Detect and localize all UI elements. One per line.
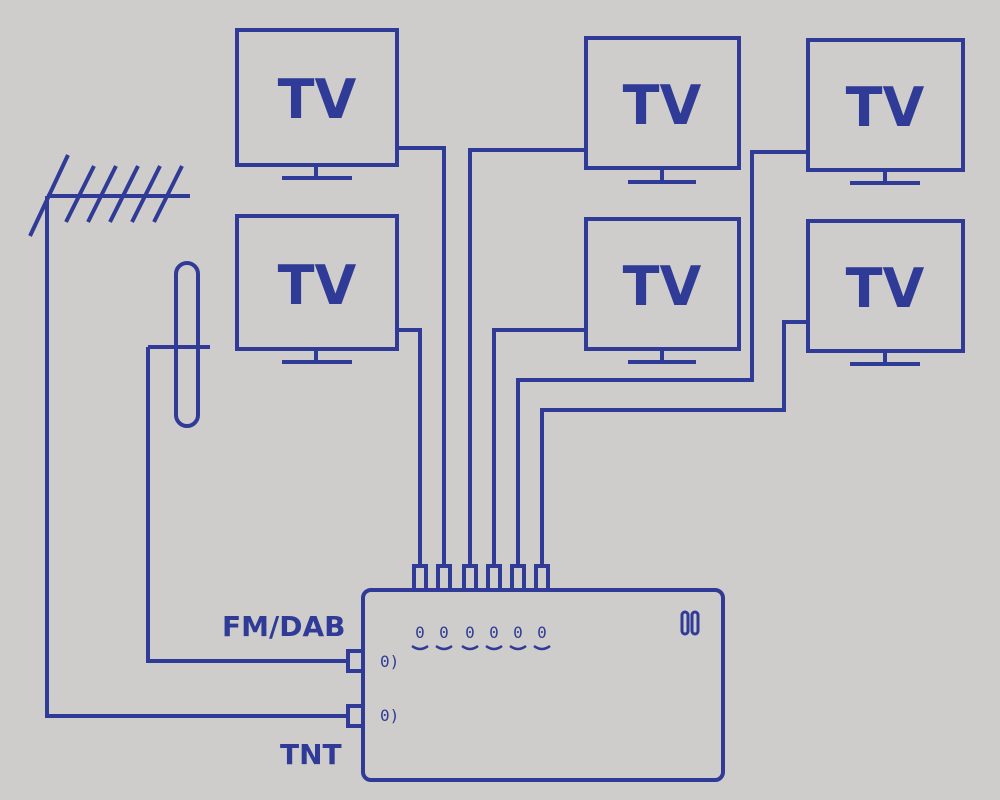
output-jack-label-5: 0 xyxy=(513,623,523,642)
tv-3-label: TV xyxy=(623,74,702,137)
output-indicator-arc xyxy=(533,644,551,651)
cable-tv-3 xyxy=(468,148,586,565)
output-connector-5 xyxy=(510,564,526,592)
output-connector-6 xyxy=(534,564,550,592)
fm-dab-antenna xyxy=(146,261,348,663)
power-led-icon xyxy=(680,610,690,636)
output-jack-label-3: 0 xyxy=(465,623,475,642)
cable-fm-dab xyxy=(146,347,348,663)
cable-tnt xyxy=(45,196,348,718)
tnt-jack-label: 0) xyxy=(380,706,399,725)
fm-dab-input-connector xyxy=(346,649,365,673)
power-led-icon xyxy=(690,610,700,636)
output-connector-3 xyxy=(462,564,478,592)
tv-2 xyxy=(235,214,399,364)
fm-dab-label: FM/DAB xyxy=(222,610,345,643)
tnt-label: TNT xyxy=(280,738,342,771)
output-jack-label-1: 0 xyxy=(415,623,425,642)
output-connector-4 xyxy=(486,564,502,592)
tv-1-label: TV xyxy=(278,68,357,131)
output-indicator-arc xyxy=(461,644,479,651)
tnt-antenna-element xyxy=(108,165,140,223)
tv-5 xyxy=(584,217,741,364)
splitter-body xyxy=(361,588,725,782)
tv-5-label: TV xyxy=(623,255,702,318)
tv-1 xyxy=(235,28,399,180)
cable-tv-6 xyxy=(540,320,808,565)
output-indicator-arc xyxy=(485,644,503,651)
tnt-antenna-element xyxy=(130,165,162,223)
tv-3 xyxy=(584,36,741,184)
splitter-box xyxy=(346,564,725,782)
tv-6-label: TV xyxy=(846,257,925,320)
tnt-antenna xyxy=(28,154,348,718)
tnt-antenna-element xyxy=(86,165,118,223)
output-jack-label-6: 0 xyxy=(537,623,547,642)
output-connector-2 xyxy=(436,564,452,592)
tv-4 xyxy=(806,38,965,185)
tnt-antenna-element xyxy=(64,165,96,223)
cable-tv-2 xyxy=(397,328,422,565)
output-indicator-arc xyxy=(411,644,429,651)
cable-tv-5 xyxy=(492,328,586,565)
fm-dab-dipole xyxy=(174,261,200,428)
cable-tv-1 xyxy=(397,146,446,565)
tnt-antenna-element xyxy=(152,165,184,223)
output-indicator-arc xyxy=(435,644,453,651)
cable-tv-4 xyxy=(516,150,808,565)
output-connector-1 xyxy=(412,564,428,592)
output-jack-label-2: 0 xyxy=(439,623,449,642)
fm-dab-jack-label: 0) xyxy=(380,652,399,671)
tv-4-label: TV xyxy=(846,76,925,139)
output-indicator-arc xyxy=(509,644,527,651)
output-jack-label-4: 0 xyxy=(489,623,499,642)
tnt-input-connector xyxy=(346,704,365,728)
tv-6 xyxy=(806,219,965,366)
tv-2-label: TV xyxy=(278,254,357,317)
